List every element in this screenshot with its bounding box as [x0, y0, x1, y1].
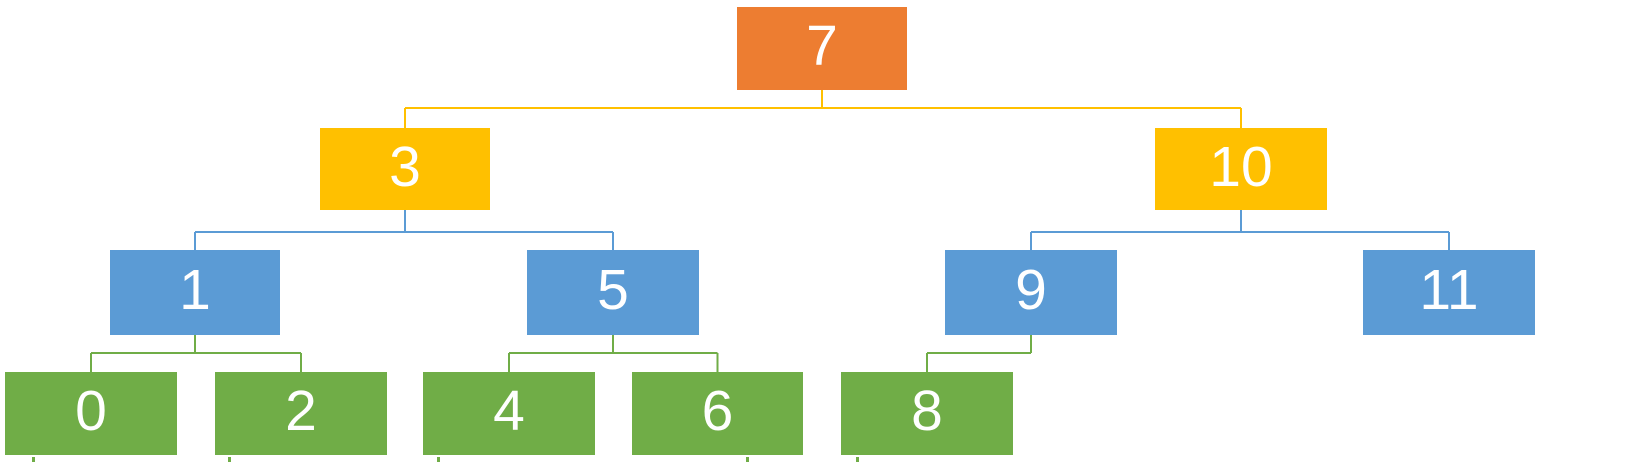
tree-node-label: 10 [1209, 134, 1273, 199]
tree-node-9[interactable]: 9 [945, 250, 1117, 335]
tree-node-2[interactable]: 2 [215, 372, 387, 455]
tree-node-10[interactable]: 10 [1155, 128, 1327, 210]
tree-node-5[interactable]: 5 [527, 250, 699, 335]
edge-10-to-9-11 [1030, 210, 1450, 250]
edge-3-to-1-5 [194, 210, 614, 250]
edge-7-to-3-10 [404, 90, 1242, 128]
cutoff-connector-mark [855, 457, 859, 462]
tree-node-6[interactable]: 6 [632, 372, 803, 455]
tree-node-7[interactable]: 7 [737, 7, 907, 90]
tree-node-label: 0 [75, 379, 107, 443]
tree-node-4[interactable]: 4 [423, 372, 595, 455]
tree-node-0[interactable]: 0 [5, 372, 177, 455]
tree-node-11[interactable]: 11 [1363, 250, 1535, 335]
tree-node-label: 2 [285, 379, 317, 443]
tree-node-3[interactable]: 3 [320, 128, 490, 210]
tree-node-label: 3 [389, 134, 421, 199]
tree-node-label: 8 [911, 379, 943, 443]
cutoff-connector-mark [227, 457, 231, 462]
tree-node-1[interactable]: 1 [110, 250, 280, 335]
tree-node-label: 1 [179, 258, 211, 322]
cutoff-connector-mark [31, 457, 35, 462]
tree-node-label: 6 [701, 379, 734, 443]
tree-node-label: 9 [1015, 258, 1047, 322]
edge-1-to-0-2 [90, 335, 302, 372]
tree-node-8[interactable]: 8 [841, 372, 1013, 455]
tree-node-label: 4 [493, 379, 525, 443]
edge-5-to-4-6 [508, 335, 719, 372]
cutoff-connector-mark [436, 457, 440, 462]
tree-node-label: 7 [806, 14, 838, 78]
tree-node-label: 5 [597, 258, 629, 322]
edge-9-to-8 [926, 335, 1032, 372]
tree-node-label: 11 [1419, 258, 1479, 322]
cutoff-connector-mark [745, 457, 749, 462]
